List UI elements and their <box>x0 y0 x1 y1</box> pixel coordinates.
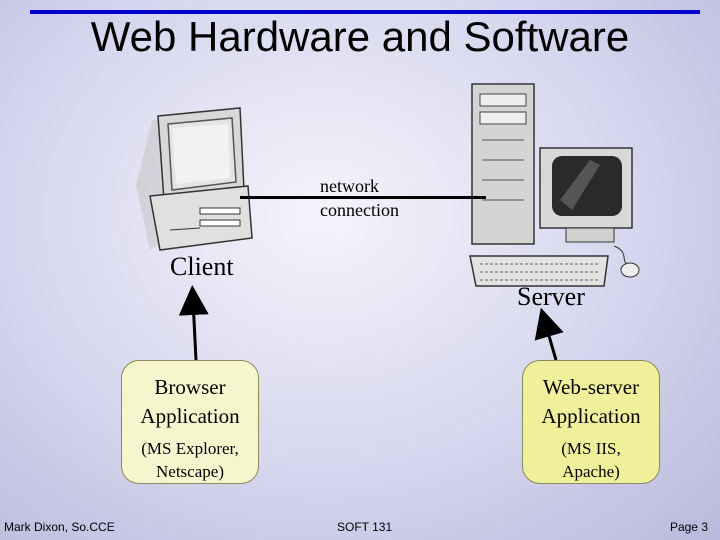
browser-application-box: Browser Application (MS Explorer, Netsca… <box>121 360 259 484</box>
webserver-box-line2: Application <box>541 404 641 428</box>
slide-title: Web Hardware and Software <box>90 13 630 60</box>
server-label: Server <box>517 282 585 311</box>
webserver-box-sub1: (MS IIS, <box>561 439 621 458</box>
network-label-line2: connection <box>320 200 399 220</box>
client-arrow <box>178 285 209 361</box>
webserver-box-sub2: Apache) <box>562 462 620 481</box>
footer-author: Mark Dixon, So.CCE <box>4 520 115 534</box>
webserver-box-line1: Web-server <box>542 375 640 399</box>
browser-box-sub2: Netscape) <box>156 462 224 481</box>
network-label-line1: network <box>320 176 379 196</box>
footer-page-number: Page 3 <box>669 520 708 534</box>
server-computer-icon <box>469 83 640 287</box>
webserver-application-box: Web-server Application (MS IIS, Apache) <box>522 360 660 484</box>
network-connection-line <box>240 196 486 199</box>
browser-box-sub1: (MS Explorer, <box>141 439 239 458</box>
title-rule <box>30 10 700 14</box>
server-arrow <box>534 307 564 361</box>
footer-course: SOFT 131 <box>337 520 393 534</box>
client-computer-icon <box>136 107 253 251</box>
browser-box-line2: Application <box>140 404 240 428</box>
browser-box-line1: Browser <box>154 375 226 399</box>
client-label: Client <box>170 252 234 281</box>
network-connection-label: network connection <box>320 174 399 222</box>
